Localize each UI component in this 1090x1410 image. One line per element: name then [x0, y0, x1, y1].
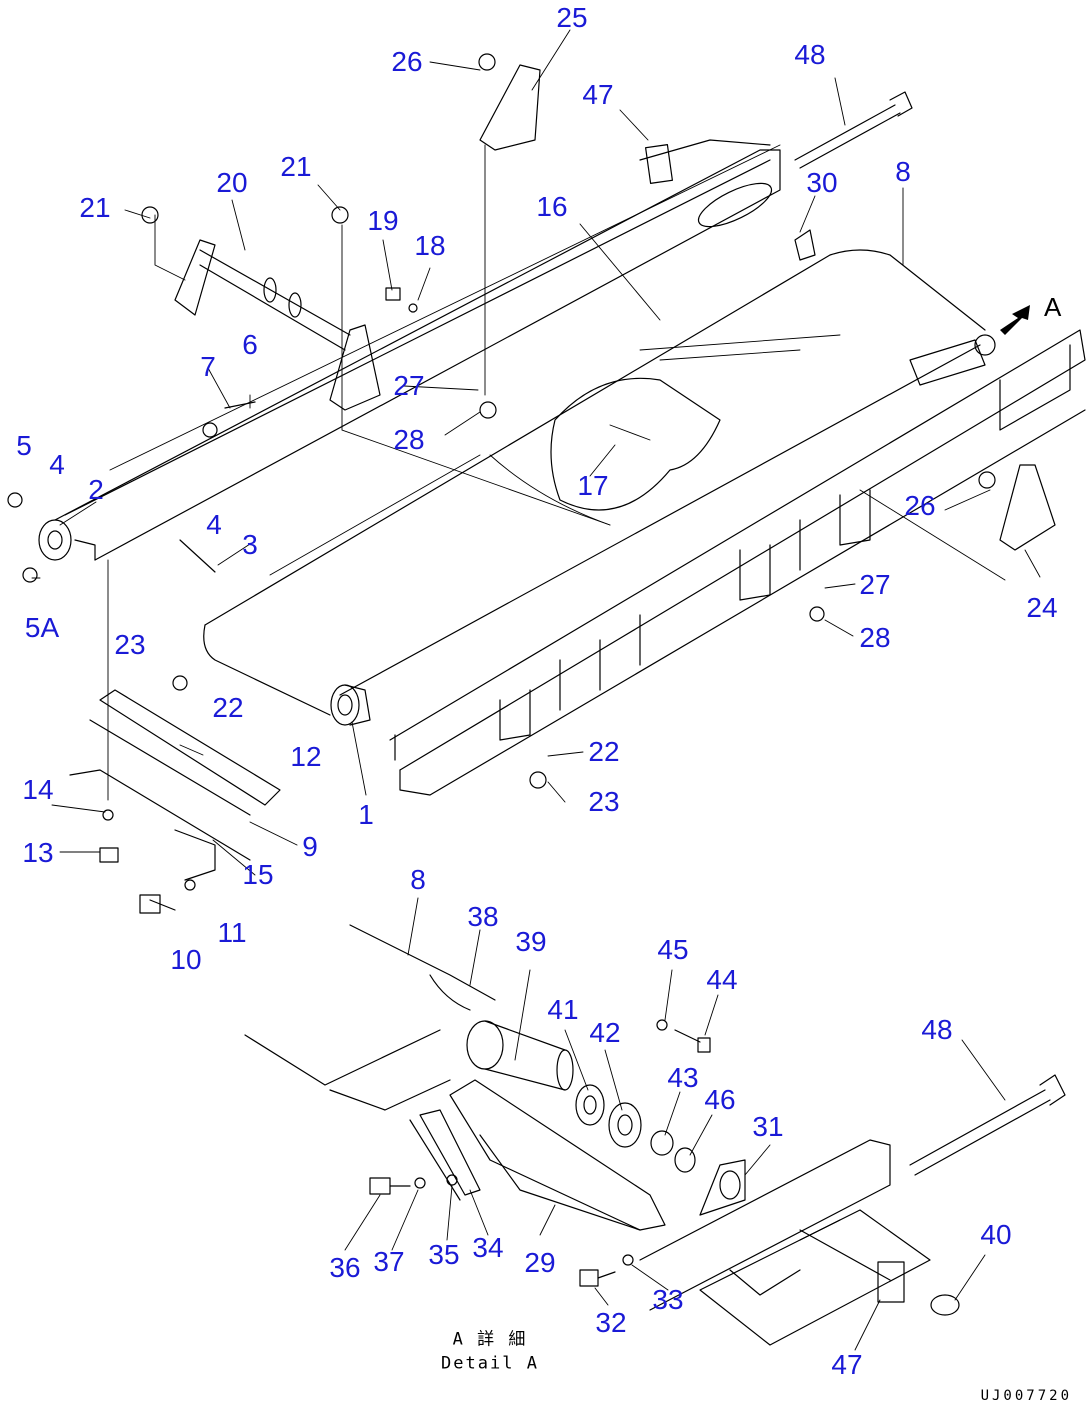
callout-23a: 23 — [114, 629, 146, 660]
callout-21b: 21 — [280, 151, 312, 182]
callout-24: 24 — [1026, 592, 1058, 623]
callout-5a: 5A — [24, 612, 60, 643]
callout-4b: 4 — [206, 509, 222, 540]
callout-14: 14 — [22, 774, 54, 805]
callout-38: 38 — [467, 901, 499, 932]
callout-10: 10 — [170, 944, 202, 975]
callout-27b: 27 — [859, 569, 891, 600]
callout-32: 32 — [595, 1307, 627, 1338]
callout-21a: 21 — [79, 192, 111, 223]
callout-40: 40 — [980, 1219, 1012, 1250]
callout-11: 11 — [217, 917, 247, 948]
callout-47b: 47 — [831, 1349, 863, 1380]
callout-5: 5 — [16, 430, 32, 461]
callout-35: 35 — [428, 1239, 460, 1270]
front-roller — [330, 684, 371, 726]
callout-41: 41 — [547, 994, 579, 1025]
view-label: A — [1044, 292, 1062, 322]
callout-33: 33 — [652, 1284, 684, 1315]
callout-39: 39 — [515, 926, 547, 957]
callout-31: 31 — [752, 1111, 784, 1142]
plate-assembly — [69, 559, 281, 881]
callout-15: 15 — [242, 859, 274, 890]
fasteners — [7, 53, 996, 914]
callout-20: 20 — [216, 167, 248, 198]
callout-26b: 26 — [904, 490, 936, 521]
callout-3: 3 — [242, 529, 258, 560]
callout-6: 6 — [242, 329, 258, 360]
callout-1: 1 — [358, 799, 374, 830]
detail-caption-jp: A 詳 細 — [452, 1329, 528, 1350]
callout-36: 36 — [329, 1252, 361, 1283]
callout-9: 9 — [302, 831, 318, 862]
callout-47a: 47 — [582, 79, 614, 110]
idler-end — [38, 519, 72, 561]
callout-8-lower: 8 — [410, 864, 426, 895]
detail-circle — [550, 377, 721, 511]
callout-17: 17 — [577, 470, 609, 501]
callout-37: 37 — [373, 1246, 405, 1277]
detail-a-drawing — [244, 897, 1066, 1351]
callout-28a: 28 — [393, 424, 425, 455]
callout-42: 42 — [589, 1017, 621, 1048]
callout-48a: 48 — [794, 39, 826, 70]
callout-13: 13 — [22, 837, 54, 868]
belt — [203, 249, 986, 716]
callout-12: 12 — [290, 741, 322, 772]
long-bolt-upper — [794, 91, 913, 169]
callout-7: 7 — [200, 351, 216, 382]
callout-46: 46 — [704, 1084, 736, 1115]
callout-43: 43 — [667, 1062, 699, 1093]
callout-48b: 48 — [921, 1014, 953, 1045]
callout-22b: 22 — [588, 736, 620, 767]
callout-25: 25 — [556, 2, 588, 33]
callout-2: 2 — [88, 474, 104, 505]
callout-34: 34 — [472, 1232, 504, 1263]
right-frame — [389, 329, 1086, 796]
leader-lines-upper — [31, 29, 1041, 876]
callout-8-upper: 8 — [895, 156, 911, 187]
detail-caption-en: Detail A — [441, 1353, 539, 1374]
callout-28b: 28 — [859, 622, 891, 653]
callout-30: 30 — [806, 167, 838, 198]
callout-22a: 22 — [212, 692, 244, 723]
callout-19: 19 — [367, 205, 399, 236]
upper-bracket — [154, 64, 611, 526]
callout-45: 45 — [657, 934, 689, 965]
callout-29: 29 — [524, 1247, 556, 1278]
view-arrow — [1000, 305, 1030, 335]
callout-27a: 27 — [393, 370, 425, 401]
drawing-number: UJ007720 — [980, 1388, 1072, 1404]
callout-23b: 23 — [588, 786, 620, 817]
callout-26a: 26 — [391, 46, 423, 77]
bracket-24 — [999, 464, 1056, 551]
left-frame — [54, 139, 781, 561]
callout-44: 44 — [706, 964, 738, 995]
callout-4a: 4 — [49, 449, 65, 480]
callout-16: 16 — [536, 191, 568, 222]
callout-18: 18 — [414, 230, 446, 261]
